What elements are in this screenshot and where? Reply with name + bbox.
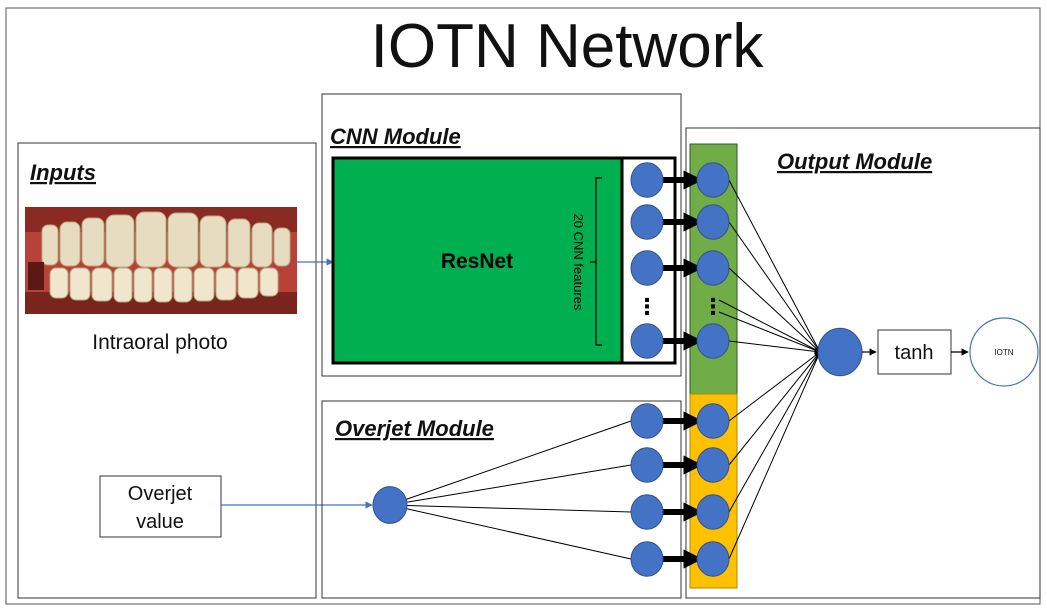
merge-edge-7	[728, 351, 821, 513]
cnn-feature-node-4	[630, 323, 664, 359]
merge-edge-5	[728, 351, 821, 422]
overjet-feature-node-3	[630, 494, 664, 530]
iotn-output-node	[969, 317, 1039, 387]
cnn-module-panel	[321, 93, 682, 377]
tanh-label: tanh	[895, 342, 934, 364]
merge-edge-6	[728, 351, 821, 466]
cnn-module-heading: CNN Module	[330, 124, 461, 149]
output-cnn-node-2	[696, 204, 730, 240]
output-module-heading: Output Module	[777, 149, 932, 174]
cnn-feature-node-3	[630, 250, 664, 286]
diagram-title: IOTN Network	[371, 12, 765, 81]
merge-edge-8	[728, 351, 821, 560]
inputs-panel	[17, 142, 317, 599]
overjet-value-label-line2: value	[136, 511, 184, 533]
iotn-output-label: IOTN	[994, 348, 1013, 357]
merge-edge-ellipsis-1	[718, 299, 821, 353]
merge-edge-4	[728, 340, 821, 355]
overjet-value-box	[99, 475, 222, 538]
merge-edge-3	[728, 267, 821, 353]
output-overjet-node-3	[696, 494, 730, 530]
output-cnn-node-4	[696, 323, 730, 359]
output-overjet-node-1	[696, 403, 730, 439]
overjet-feature-node-2	[630, 447, 664, 483]
overjet-feature-node-1	[630, 403, 664, 439]
features-bracket	[590, 177, 602, 346]
output-column-ellipsis: ⋮	[702, 295, 724, 320]
cnn-feature-ellipsis: ⋮	[636, 295, 658, 320]
overjet-module-heading: Overjet Module	[335, 416, 494, 441]
merge-edge-2	[728, 221, 821, 353]
output-overjet-node-2	[696, 447, 730, 483]
tanh-box	[877, 329, 952, 375]
features-label: 20 CNN features	[571, 214, 586, 311]
inputs-heading: Inputs	[30, 160, 96, 185]
merge-edge-ellipsis-2	[718, 311, 821, 353]
overjet-module-panel	[321, 400, 682, 599]
merge-node	[817, 327, 863, 377]
overjet-input-node	[372, 486, 408, 524]
overjet-fanout-edge-2	[389, 464, 632, 506]
intraoral-photo	[25, 207, 297, 314]
output-cnn-node-3	[696, 250, 730, 286]
resnet-label: ResNet	[441, 250, 513, 273]
overjet-fanout-edge-4	[389, 504, 632, 560]
photo-label: Intraoral photo	[92, 331, 227, 354]
overjet-feature-node-4	[630, 541, 664, 577]
output-cnn-node-1	[696, 162, 730, 198]
overjet-fanout-edge-1	[389, 420, 632, 506]
cnn-feature-node-1	[630, 162, 664, 198]
overjet-value-label-line1: Overjet	[128, 483, 193, 505]
overjet-fanout-edge-3	[389, 504, 632, 513]
resnet-block	[331, 156, 624, 365]
output-module-panel	[685, 127, 1041, 599]
merge-edge-1	[728, 179, 821, 353]
network-nodes	[372, 162, 863, 577]
output-overjet-node-4	[696, 541, 730, 577]
cnn-feature-node-2	[630, 204, 664, 240]
network-connections	[389, 170, 821, 569]
